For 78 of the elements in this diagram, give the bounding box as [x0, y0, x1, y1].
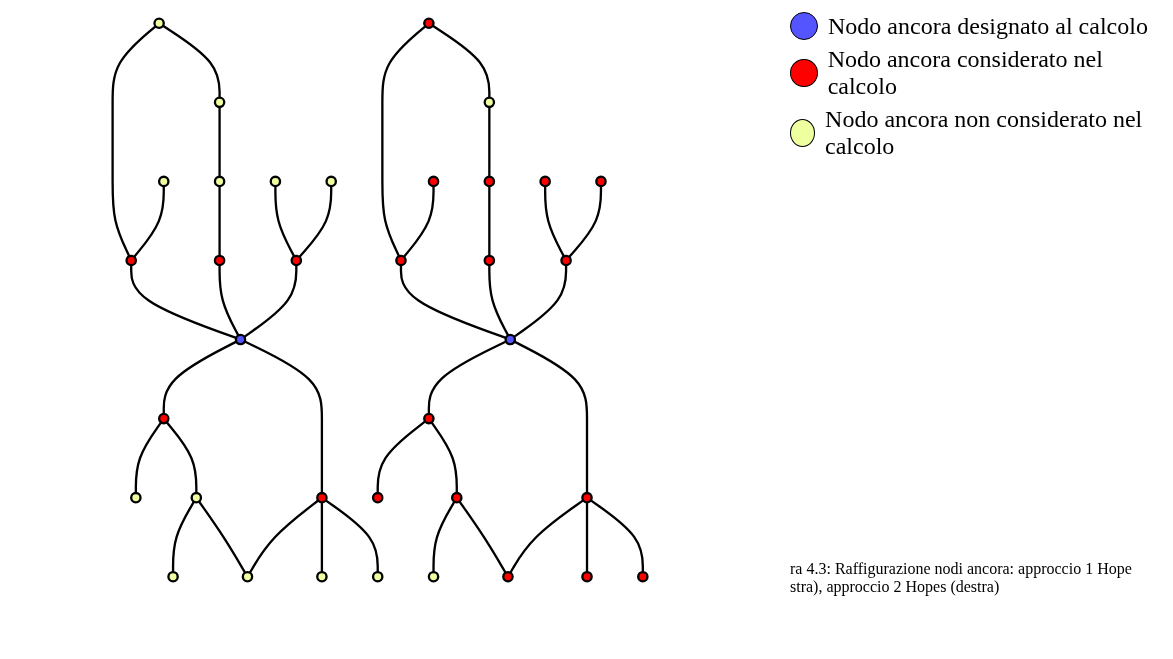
graph-node-circle [502, 570, 514, 583]
connector [543, 186, 565, 257]
connector [198, 500, 247, 574]
graph-node-circle [371, 491, 384, 504]
connector [568, 186, 603, 258]
graph-node-circle [125, 254, 137, 267]
connector [585, 502, 589, 573]
graph-node-circle [190, 491, 203, 504]
connector [430, 421, 458, 493]
graph-node-circle [290, 254, 303, 267]
graph-node-circle [560, 254, 572, 267]
connector [427, 340, 507, 414]
connector [320, 502, 323, 573]
graph-node-circle [153, 17, 165, 30]
graph-node-circle [130, 491, 142, 504]
connector [324, 499, 379, 573]
graph-node-circle [581, 570, 593, 583]
graph-node-circle [157, 175, 170, 188]
connector [243, 265, 298, 338]
connector [162, 24, 221, 98]
connector [509, 499, 584, 574]
graph-node-circle [636, 570, 649, 583]
graph-node-circle [213, 96, 226, 109]
connector [134, 421, 162, 493]
graph-node-circle [539, 175, 551, 188]
connector [133, 186, 165, 258]
connector [488, 106, 491, 177]
graph-node-circle [213, 175, 226, 188]
graph-node-circle [423, 412, 435, 425]
connector [381, 25, 427, 257]
graph-node-circle [167, 570, 179, 583]
graph-node-circle [316, 491, 328, 504]
connector [399, 265, 507, 340]
figure-caption: ra 4.3: Raffigurazione nodi ancora: approccio 1 Hope stra), approccio 2 Hopes (destra) [790, 560, 1133, 596]
graph-node-circle [371, 570, 384, 583]
connector [432, 24, 491, 98]
graph-node-circle [157, 412, 170, 425]
graph-node-circle [483, 254, 496, 267]
graph-node-circle [234, 333, 247, 346]
connector [432, 501, 456, 573]
connector [402, 186, 435, 258]
legend-text: Nodo ancora designato al calcolo [828, 12, 1148, 40]
graph-node-circle [325, 175, 337, 188]
connector [274, 186, 296, 257]
connector [218, 186, 221, 256]
graph-node-circle [423, 17, 435, 30]
connector [513, 265, 568, 338]
connector [298, 186, 333, 258]
legend-text: Nodo ancora considerato nel calcolo [827, 46, 1104, 100]
graph-node-circle [483, 96, 496, 109]
graph-node-circle [241, 570, 254, 583]
connector [165, 421, 198, 493]
graph-node-circle [427, 570, 440, 583]
connector [488, 186, 491, 256]
connector [162, 340, 237, 414]
graph-node-circle [213, 254, 226, 267]
graph-node-circle [316, 570, 328, 583]
connector [513, 340, 589, 493]
connector [590, 499, 644, 573]
connector [376, 420, 426, 493]
graph-node-circle [395, 254, 407, 267]
connector [111, 25, 157, 257]
connector [130, 265, 237, 340]
graph-node-circle [427, 175, 440, 188]
connector [218, 265, 240, 336]
legend-text: Nodo ancora non considerato nel calcolo [825, 106, 1144, 160]
connector [248, 499, 319, 574]
graph-node-circle [450, 491, 463, 504]
connector [488, 265, 510, 336]
graph-node-circle [269, 175, 282, 188]
graph-node-circle [504, 333, 517, 346]
connector [171, 501, 195, 573]
graph-node-circle [483, 175, 496, 188]
connector [458, 500, 507, 574]
graph-node-circle [595, 175, 607, 188]
connector [218, 106, 221, 177]
graph-node-circle [581, 491, 593, 504]
connector [244, 340, 323, 493]
